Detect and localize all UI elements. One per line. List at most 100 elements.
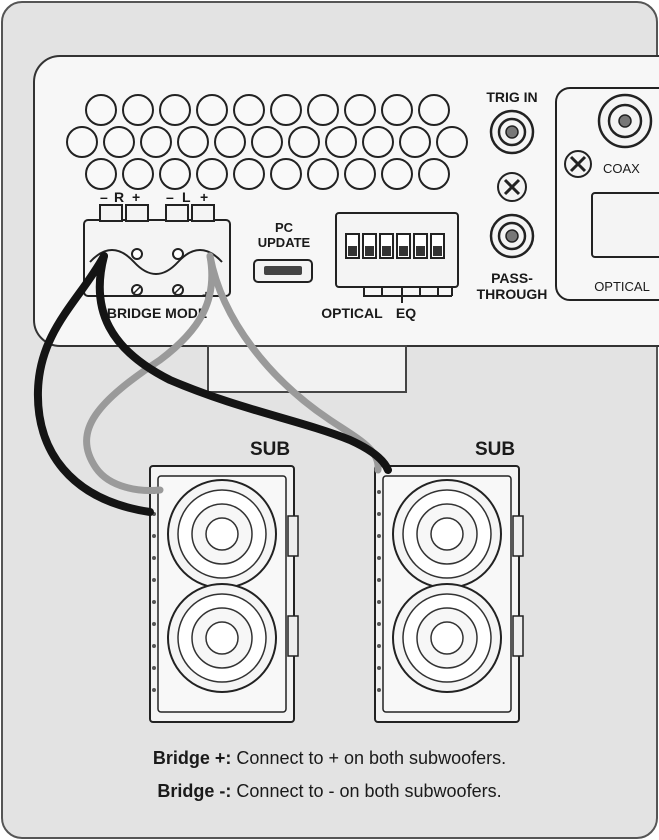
vent-hole xyxy=(307,158,339,190)
subwoofer-mount-dot xyxy=(152,688,156,692)
legend-bridge-plus-text: Connect to + on both subwoofers. xyxy=(236,748,507,768)
legend-bridge-plus-term: Bridge +: xyxy=(152,748,232,768)
vent-hole xyxy=(196,158,228,190)
subwoofer-mount-dot xyxy=(152,578,156,582)
dip-optical-label: OPTICAL xyxy=(321,305,383,321)
subwoofer-mount-dot xyxy=(152,644,156,648)
vent-hole xyxy=(381,158,413,190)
dip-switches xyxy=(345,233,445,259)
vent-hole xyxy=(288,126,320,158)
vent-hole xyxy=(344,158,376,190)
woofer-dust-cap xyxy=(430,621,464,655)
vent-hole xyxy=(399,126,431,158)
terminal-hole xyxy=(172,248,184,260)
subwoofer-mount-dot xyxy=(377,622,381,626)
dip-switch-toggle xyxy=(382,246,391,256)
subwoofer-clamp xyxy=(512,615,524,657)
subwoofer-mount-dot xyxy=(377,600,381,604)
vent-hole xyxy=(103,126,135,158)
pc-update-label-line1: PC xyxy=(275,220,294,235)
trig-in-label: TRIG IN xyxy=(486,89,537,105)
subwoofer-clamp xyxy=(512,515,524,557)
dip-bracket-lines xyxy=(363,287,453,303)
vent-hole xyxy=(233,158,265,190)
subwoofers xyxy=(149,465,524,723)
vent-hole xyxy=(325,126,357,158)
subwoofer-mount-dot xyxy=(377,512,381,516)
vent-hole xyxy=(233,94,265,126)
subwoofer-mount-dot xyxy=(152,666,156,670)
vent-hole xyxy=(196,94,228,126)
terminal-block-wave xyxy=(89,249,223,275)
coax-label: COAX xyxy=(603,161,640,176)
module-screw-cross xyxy=(569,155,587,173)
dip-eq-label: EQ xyxy=(396,305,416,321)
vent-hole xyxy=(159,158,191,190)
pass-through-jack-hole xyxy=(505,229,519,243)
subwoofer-mount-dot xyxy=(377,534,381,538)
subwoofer-mount-dot xyxy=(377,556,381,560)
terminal-r-plus: + xyxy=(132,189,140,205)
terminal-l-plus: + xyxy=(200,189,208,205)
vent-hole xyxy=(177,126,209,158)
subwoofer-mount-dot xyxy=(377,490,381,494)
dip-switch-toggle xyxy=(365,246,374,256)
vent-hole xyxy=(85,94,117,126)
woofer-dust-cap xyxy=(430,517,464,551)
legend-bridge-plus: Bridge +: Connect to + on both subwoofer… xyxy=(0,748,659,769)
terminal-screw-slot xyxy=(173,285,183,295)
vent-hole xyxy=(251,126,283,158)
sub-label-right: SUB xyxy=(475,439,515,460)
vent-hole xyxy=(362,126,394,158)
usb-port-slot xyxy=(264,266,302,275)
subwoofer-mount-dot xyxy=(152,556,156,560)
vent-hole xyxy=(66,126,98,158)
coax-jack-hole xyxy=(618,114,632,128)
terminal-pin xyxy=(125,204,149,222)
bridge-mode-label: BRIDGE MODE xyxy=(107,305,207,321)
amp-stand xyxy=(207,345,407,393)
woofer-dust-cap xyxy=(205,621,239,655)
subwoofer-clamp xyxy=(287,615,299,657)
subwoofer-mount-dot xyxy=(152,622,156,626)
terminal-block-body xyxy=(83,219,231,297)
vent-grid xyxy=(66,94,468,190)
legend-bridge-minus-term: Bridge -: xyxy=(157,781,232,801)
panel-screw-cross xyxy=(503,178,521,196)
terminal-pin xyxy=(165,204,189,222)
terminal-hole xyxy=(131,248,143,260)
sub-label-left: SUB xyxy=(250,439,290,460)
optical-port-icon xyxy=(591,192,659,258)
subwoofer xyxy=(374,465,524,723)
vent-hole xyxy=(122,94,154,126)
dip-switch-toggle xyxy=(399,246,408,256)
subwoofer-mount-dot xyxy=(152,600,156,604)
wire-gray-to-left-sub xyxy=(83,252,216,494)
subwoofer-mount-dot xyxy=(152,534,156,538)
optical-port-label: OPTICAL xyxy=(594,279,650,294)
vent-hole xyxy=(270,94,302,126)
terminal-l-minus: – xyxy=(166,189,174,205)
vent-hole xyxy=(344,94,376,126)
vent-hole xyxy=(418,94,450,126)
legend-bridge-minus: Bridge -: Connect to - on both subwoofer… xyxy=(0,781,659,802)
terminal-pin xyxy=(191,204,215,222)
dip-switch-toggle xyxy=(348,246,357,256)
dip-switch-toggle xyxy=(416,246,425,256)
subwoofer-mount-dot xyxy=(377,578,381,582)
vent-hole xyxy=(122,158,154,190)
wire-black-to-left-sub xyxy=(33,252,154,516)
subwoofer-mount-dot xyxy=(377,666,381,670)
vent-hole xyxy=(214,126,246,158)
vent-hole xyxy=(85,158,117,190)
trig-in-jack-hole xyxy=(505,125,519,139)
terminal-pin xyxy=(99,204,123,222)
vent-hole xyxy=(270,158,302,190)
subwoofer-clamp xyxy=(287,515,299,557)
woofer-dust-cap xyxy=(205,517,239,551)
vent-hole xyxy=(436,126,468,158)
pass-through-label-line2: THROUGH xyxy=(477,286,548,302)
wire-black-to-right-sub xyxy=(95,252,392,474)
